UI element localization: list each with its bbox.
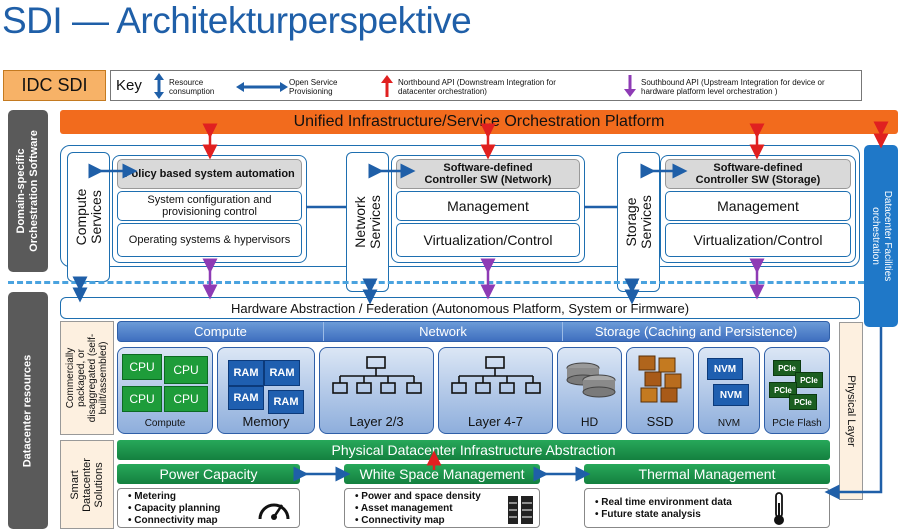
idc-label: IDC SDI bbox=[3, 70, 106, 101]
storage-row-management: Management bbox=[665, 191, 851, 221]
tile-caption: Compute bbox=[144, 418, 186, 429]
tile-nvm: NVM NVM NVM bbox=[698, 347, 760, 434]
cpu-chip: CPU bbox=[122, 354, 162, 380]
layer-divider bbox=[8, 281, 864, 284]
network-topology-icon bbox=[451, 356, 541, 394]
server-rack-icon bbox=[508, 496, 533, 524]
network-topology-icon bbox=[332, 356, 422, 394]
list-item: Metering bbox=[128, 491, 220, 503]
list-item: Asset management bbox=[355, 503, 481, 515]
northbound-api-icon bbox=[381, 75, 393, 97]
tile-ssd: SSD bbox=[626, 347, 694, 434]
legend-title: Key bbox=[116, 77, 142, 94]
resource-group-compute: Compute bbox=[194, 324, 247, 339]
open-service-provisioning-icon bbox=[236, 82, 288, 92]
white-space-list: Power and space density Asset management… bbox=[344, 488, 540, 528]
ram-module: RAM bbox=[228, 360, 264, 386]
thermometer-icon bbox=[774, 492, 784, 525]
storage-row-virtualization: Virtualization/Control bbox=[665, 223, 851, 257]
list-item: Capacity planning bbox=[128, 503, 220, 515]
tile-caption: Layer 2/3 bbox=[349, 414, 404, 429]
list-item: Connectivity map bbox=[128, 515, 220, 527]
ram-module: RAM bbox=[264, 360, 300, 386]
legend-northbound-api: Northbound API (Downstream Integration f… bbox=[398, 78, 556, 96]
power-capacity-list: Metering Capacity planning Connectivity … bbox=[117, 488, 300, 528]
network-row-management: Management bbox=[396, 191, 580, 221]
tile-caption: HD bbox=[580, 415, 599, 429]
tile-caption: SSD bbox=[646, 414, 674, 429]
thermal-management-header: Thermal Management bbox=[584, 464, 830, 484]
cpu-chip: CPU bbox=[164, 386, 208, 412]
resource-consumption-icon bbox=[154, 73, 164, 99]
tile-caption: Memory bbox=[242, 414, 290, 429]
physical-layer-label: Physical Layer bbox=[839, 322, 863, 500]
southbound-api-icon bbox=[624, 75, 636, 97]
white-space-header: White Space Management bbox=[344, 464, 540, 484]
tile-caption: Layer 4-7 bbox=[468, 414, 523, 429]
hard-disk-icon bbox=[566, 362, 616, 398]
tile-memory: RAM RAM RAM RAM Memory bbox=[217, 347, 315, 434]
list-item: Real time environment data bbox=[595, 497, 732, 509]
tile-compute: CPU CPU CPU CPU Compute bbox=[117, 347, 213, 434]
thermal-management-list: Real time environment data Future state … bbox=[584, 488, 830, 528]
list-item: Connectivity map bbox=[355, 515, 481, 527]
tile-caption: PCIe Flash bbox=[772, 418, 822, 429]
tile-layer47: Layer 4-7 bbox=[438, 347, 553, 434]
tile-pcie: PCIe PCIe PCIe PCIe PCIe Flash bbox=[764, 347, 830, 434]
resource-groups-bar: Compute Network Storage (Caching and Per… bbox=[117, 321, 830, 342]
gauge-icon bbox=[258, 503, 290, 520]
legend-southbound-api: Southbound API (Upstream Integration for… bbox=[641, 78, 825, 96]
cpu-chip: CPU bbox=[122, 386, 162, 412]
tile-caption: NVM bbox=[717, 418, 741, 429]
ram-module: RAM bbox=[268, 390, 304, 414]
page-title: SDI — Architekturperspektive bbox=[2, 0, 472, 41]
compute-row-config: System configuration and provisioning co… bbox=[117, 191, 302, 221]
tile-layer23: Layer 2/3 bbox=[319, 347, 434, 434]
datacenter-resources-label: Datacenter resources bbox=[8, 292, 48, 529]
resource-group-storage: Storage (Caching and Persistence) bbox=[594, 324, 798, 339]
compute-row-os: Operating systems & hypervisors bbox=[117, 223, 302, 257]
power-capacity-header: Power Capacity bbox=[117, 464, 300, 484]
list-item: Future state analysis bbox=[595, 509, 732, 521]
physical-abstraction: Physical Datacenter Infrastructure Abstr… bbox=[117, 440, 830, 460]
ssd-chip-icon bbox=[638, 355, 682, 403]
nvm-module: NVM bbox=[707, 358, 743, 380]
nvm-module: NVM bbox=[713, 384, 749, 406]
tile-hd: HD bbox=[557, 347, 622, 434]
compute-header: Policy based system automation bbox=[117, 159, 302, 189]
hardware-abstraction: Hardware Abstraction / Federation (Auton… bbox=[60, 297, 860, 319]
cpu-chip: CPU bbox=[164, 356, 208, 384]
ram-module: RAM bbox=[228, 386, 264, 410]
pcie-card: PCIe bbox=[773, 360, 801, 376]
pcie-card: PCIe bbox=[789, 394, 817, 410]
network-row-virtualization: Virtualization/Control bbox=[396, 223, 580, 257]
pcie-card: PCIe bbox=[795, 372, 823, 388]
resource-group-network: Network bbox=[323, 322, 563, 341]
list-item: Power and space density bbox=[355, 491, 481, 503]
